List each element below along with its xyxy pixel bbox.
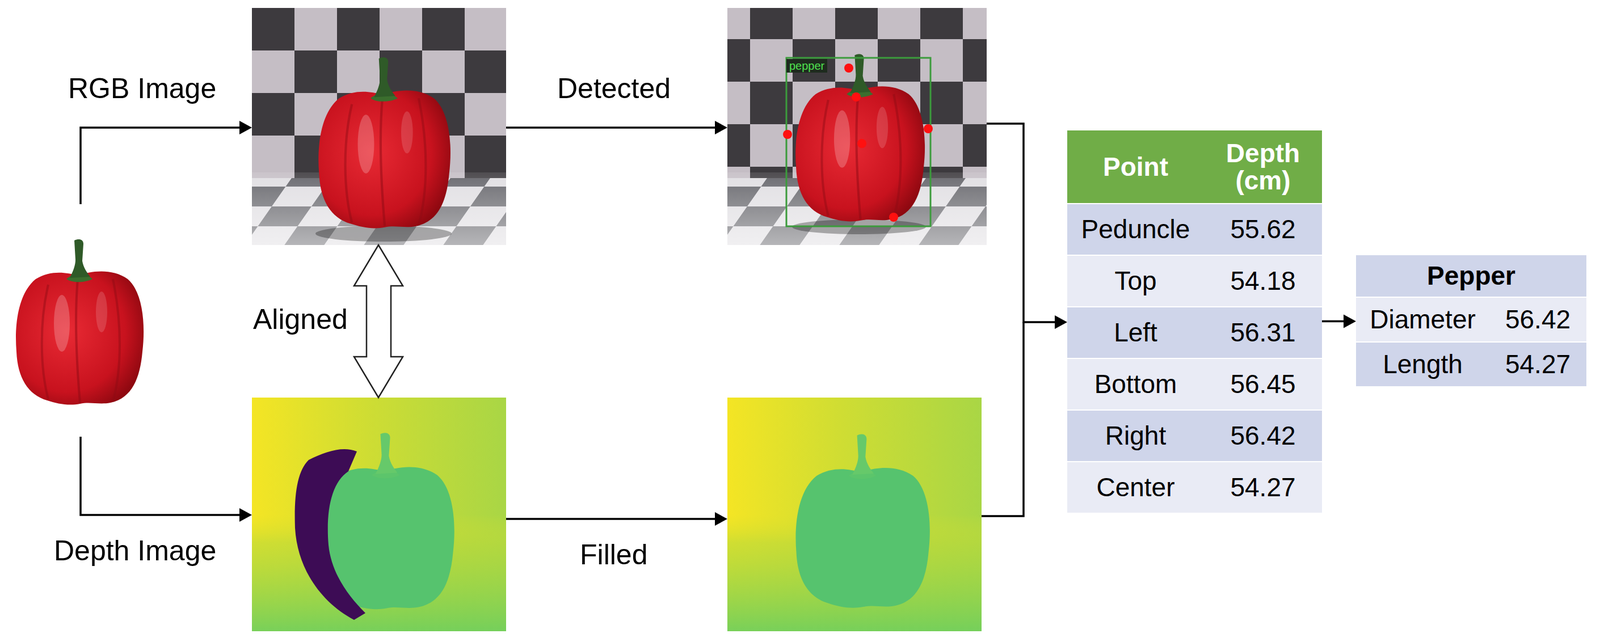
header-text: Point xyxy=(1102,153,1169,181)
cell-text: Diameter xyxy=(1369,305,1476,334)
table-cell: 56.31 xyxy=(1203,307,1322,360)
cell-text: 56.42 xyxy=(1230,422,1296,450)
image-panel: pepper xyxy=(727,7,987,246)
cell-text: 54.18 xyxy=(1230,267,1296,295)
arrow-label: Depth Image xyxy=(53,533,217,568)
table-cell: Diameter xyxy=(1356,297,1490,343)
cell-text: Length xyxy=(1382,350,1463,378)
cell-text: 55.62 xyxy=(1230,215,1296,243)
arrow-head xyxy=(1054,315,1068,330)
detected-photo xyxy=(727,7,987,246)
arrow-head xyxy=(1343,314,1357,329)
connector-line xyxy=(986,123,1056,323)
arrow-label: Detected xyxy=(557,71,671,106)
header-text: Depth (cm) xyxy=(1208,139,1318,195)
table-cell: Left xyxy=(1067,307,1204,360)
connector-line xyxy=(1321,320,1345,323)
cell-text: Left xyxy=(1113,318,1158,347)
table-cell: 54.27 xyxy=(1489,342,1587,388)
cell-text: Top xyxy=(1114,267,1157,295)
connector-arrow xyxy=(1321,314,1357,329)
cell-text: 56.45 xyxy=(1230,370,1296,398)
rgb-photo xyxy=(251,7,507,246)
connector-arrow xyxy=(986,123,1068,330)
header-cell: Point xyxy=(1067,130,1204,205)
header-cell: Pepper xyxy=(1356,255,1587,298)
arrow-label: RGB Image xyxy=(68,71,217,106)
cell-text: 56.42 xyxy=(1505,305,1571,334)
table-cell: Length xyxy=(1356,342,1490,388)
table-cell: Right xyxy=(1067,410,1204,463)
cell-text: Right xyxy=(1105,422,1166,450)
table-cell: 54.27 xyxy=(1203,462,1322,515)
cell-text: Center xyxy=(1096,473,1175,501)
cell-text: 54.27 xyxy=(1230,473,1296,501)
table-cell: 56.45 xyxy=(1203,359,1322,411)
depth-map xyxy=(251,397,507,632)
table-cell: Center xyxy=(1067,462,1204,515)
arrow-label: Aligned xyxy=(253,302,348,337)
table-cell: 55.62 xyxy=(1203,204,1322,256)
arrow-label: Filled xyxy=(579,537,648,572)
header-cell: Depth (cm) xyxy=(1203,130,1322,205)
cell-text: 54.27 xyxy=(1505,350,1571,378)
table-cell: 56.42 xyxy=(1489,297,1587,343)
table-cell: Peduncle xyxy=(1067,204,1204,256)
filled-depth-map xyxy=(727,397,982,632)
data-table: Point Depth (cm) Peduncle 55.62Top 54.18Left… xyxy=(1067,130,1322,515)
data-table: PepperDiameter 56.42Length 54.27 xyxy=(1356,255,1587,388)
cell-text: 56.31 xyxy=(1230,318,1296,347)
table-cell: 56.42 xyxy=(1203,410,1322,463)
table-cell: Bottom xyxy=(1067,359,1204,411)
detection-tag: pepper xyxy=(786,59,828,73)
cell-text: Bottom xyxy=(1094,370,1178,398)
table-cell: 54.18 xyxy=(1203,255,1322,308)
cell-text: Peduncle xyxy=(1081,215,1191,243)
table-cell: Top xyxy=(1067,255,1204,308)
header-text: Pepper xyxy=(1426,262,1516,290)
